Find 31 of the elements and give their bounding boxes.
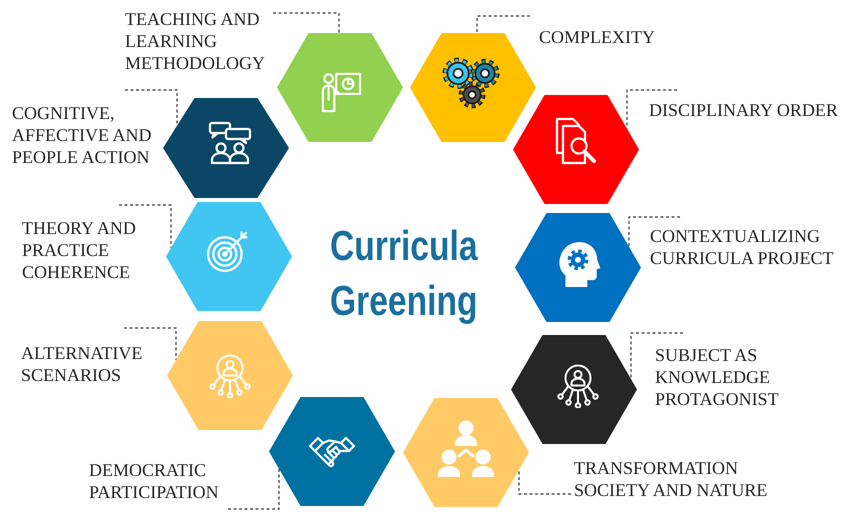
- topic-label: SUBJECT AS KNOWLEDGE PROTAGONIST: [655, 344, 787, 410]
- hexagon: [163, 98, 289, 198]
- hexagon: [511, 335, 637, 444]
- leader-line: [125, 89, 178, 126]
- hexagon: [166, 202, 292, 311]
- topic-label: THEORY AND PRACTICE COHERENCE: [22, 217, 146, 283]
- topic-label: TRANSFORMATION SOCIETY AND NATURE: [574, 457, 781, 501]
- topic-label: DISCIPLINARY ORDER: [649, 99, 847, 121]
- hexagon: [410, 33, 536, 142]
- leader-line: [630, 332, 683, 380]
- leader-line: [273, 12, 340, 33]
- topic-label: COMPLEXITY: [539, 26, 669, 48]
- hexagon: [513, 95, 639, 204]
- hexagon: [403, 398, 529, 507]
- leader-line: [628, 216, 680, 247]
- leader-line: [124, 327, 177, 360]
- leader-line: [228, 468, 280, 510]
- topic-label: COGNITIVE, AFFECTIVE AND PEOPLE ACTION: [12, 102, 160, 168]
- leader-line: [119, 204, 172, 248]
- hexagon: [277, 33, 403, 142]
- leader-line: [476, 15, 530, 33]
- diagram-title: Curricula Greening: [330, 221, 479, 326]
- topic-label: TEACHING AND LEARNING METHODOLOGY: [125, 8, 275, 74]
- hexagon: [269, 397, 395, 506]
- topic-label: DEMOCRATIC PARTICIPATION: [89, 459, 229, 503]
- hexagon: [167, 321, 293, 430]
- topic-label: ALTERNATIVE SCENARIOS: [21, 342, 153, 386]
- topic-label: CONTEXTUALIZING CURRICULA PROJECT: [650, 225, 844, 269]
- hexagon: [515, 213, 641, 322]
- leader-line: [518, 470, 571, 495]
- leader-line: [626, 89, 677, 129]
